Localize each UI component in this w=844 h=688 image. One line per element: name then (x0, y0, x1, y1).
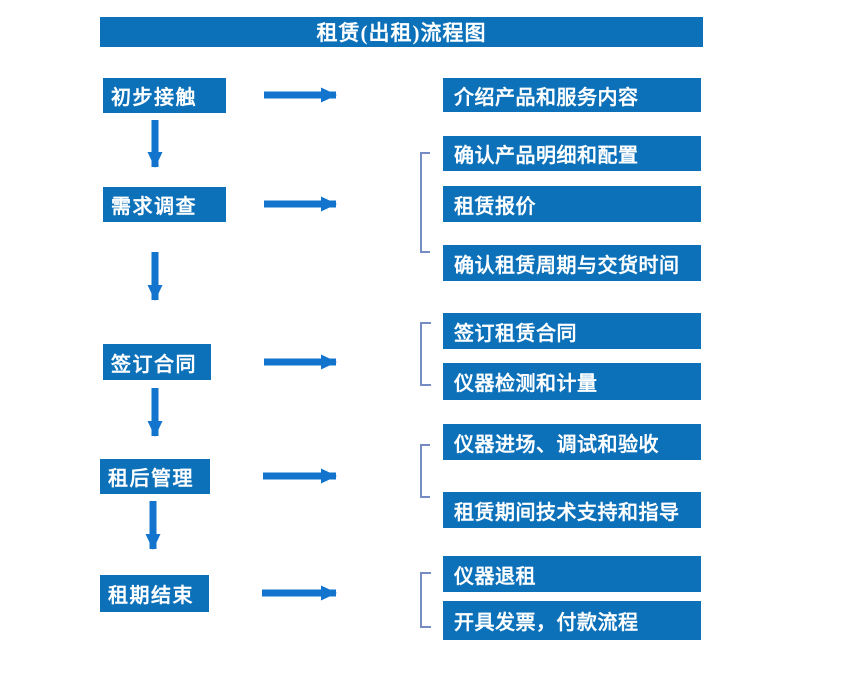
step-box-post-rental-mgmt: 租后管理 (100, 459, 210, 494)
bracket-step3-details (420, 322, 431, 386)
step-box-initial-contact: 初步接触 (103, 78, 226, 113)
step-box-rental-end: 租期结束 (100, 575, 209, 612)
detail-intro-products: 介绍产品和服务内容 (443, 78, 701, 112)
detail-confirm-product-config: 确认产品明细和配置 (443, 136, 701, 171)
detail-instrument-testing: 仪器检测和计量 (443, 363, 701, 400)
detail-instrument-setup-acceptance: 仪器进场、调试和验收 (443, 424, 701, 460)
detail-instrument-return: 仪器退租 (443, 556, 701, 592)
page-title: 租赁(出租)流程图 (100, 17, 703, 47)
detail-rental-tech-support: 租赁期间技术支持和指导 (443, 492, 701, 528)
step-box-sign-contract: 签订合同 (103, 344, 211, 380)
detail-confirm-period-delivery: 确认租赁周期与交货时间 (443, 245, 701, 281)
bracket-step5-details (420, 572, 431, 628)
detail-sign-rental-contract: 签订租赁合同 (443, 313, 701, 349)
detail-rental-quote: 租赁报价 (443, 186, 701, 222)
step-box-demand-survey: 需求调查 (103, 187, 226, 222)
bracket-step4-details (420, 444, 430, 498)
bracket-step2-details (420, 152, 430, 253)
detail-invoice-payment: 开具发票，付款流程 (443, 601, 701, 640)
